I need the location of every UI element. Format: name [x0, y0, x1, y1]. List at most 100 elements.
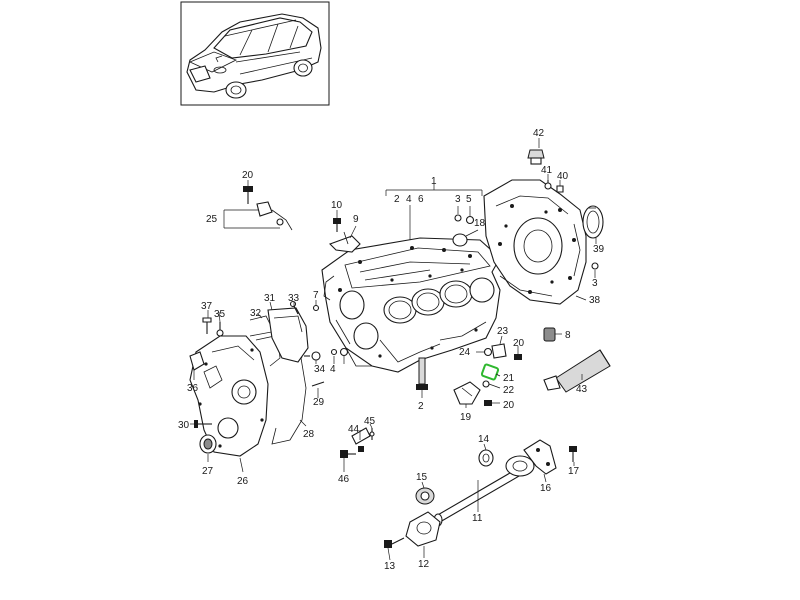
- part-35[interactable]: [216, 322, 224, 337]
- balance-shaft[interactable]: [433, 455, 535, 527]
- callout-28: 28: [303, 429, 315, 440]
- rear-seal[interactable]: [582, 205, 604, 239]
- callout-20-mid: 20: [513, 338, 525, 349]
- vehicle-thumbnail[interactable]: [180, 1, 330, 106]
- part-7[interactable]: [312, 304, 320, 312]
- callout-7: 7: [313, 290, 319, 301]
- sealant-tube[interactable]: [543, 349, 611, 393]
- callout-39: 39: [593, 244, 605, 255]
- stud-3[interactable]: [591, 262, 599, 270]
- callout-23: 23: [497, 326, 509, 337]
- callout-32: 32: [250, 308, 262, 319]
- callout-labels: 1 2 2 3 3 4 4 5 6 7 8 9 10 11 12 13 14 1…: [178, 128, 605, 572]
- part-24[interactable]: [483, 347, 493, 357]
- part-6[interactable]: [339, 347, 349, 357]
- part-37[interactable]: [202, 317, 212, 334]
- part-30[interactable]: [194, 420, 212, 428]
- callout-11: 11: [472, 513, 483, 524]
- callout-38: 38: [589, 295, 601, 306]
- callout-33: 33: [288, 293, 300, 304]
- part-12[interactable]: [405, 511, 441, 547]
- callout-1: 1: [431, 176, 437, 187]
- callout-46: 46: [338, 474, 350, 485]
- part-41[interactable]: [544, 180, 552, 190]
- callout-42: 42: [533, 128, 545, 139]
- part-31[interactable]: [267, 307, 309, 363]
- callout-8: 8: [565, 330, 571, 341]
- callout-43: 43: [576, 384, 588, 395]
- part-20-bottom[interactable]: [484, 400, 492, 406]
- part-4[interactable]: [330, 348, 338, 356]
- front-seal[interactable]: [199, 434, 217, 454]
- part-40[interactable]: [556, 185, 564, 193]
- callout-29: 29: [313, 397, 325, 408]
- part-19[interactable]: [453, 381, 481, 405]
- callout-20-top: 20: [242, 170, 254, 181]
- callout-45: 45: [364, 416, 376, 427]
- callout-15: 15: [416, 472, 428, 483]
- part-20-mid[interactable]: [514, 354, 522, 360]
- part-22[interactable]: [482, 380, 490, 388]
- part-14[interactable]: [478, 449, 494, 467]
- callout-14: 14: [478, 434, 490, 445]
- callout-6: 6: [418, 194, 424, 205]
- part-36[interactable]: [189, 351, 205, 371]
- part-20-top[interactable]: [243, 186, 253, 204]
- callout-22: 22: [503, 385, 515, 396]
- callout-13: 13: [384, 561, 396, 572]
- part-17[interactable]: [569, 446, 577, 462]
- callout-20-bottom: 20: [503, 400, 515, 411]
- callout-9: 9: [353, 214, 359, 225]
- callout-30: 30: [178, 420, 190, 431]
- callout-12: 12: [418, 559, 430, 570]
- callout-21: 21: [503, 373, 515, 384]
- callout-25: 25: [206, 214, 218, 225]
- callout-4-left: 4: [330, 364, 336, 375]
- part-42[interactable]: [527, 149, 545, 165]
- part-29[interactable]: [311, 381, 325, 387]
- callout-44: 44: [348, 424, 360, 435]
- callout-31: 31: [264, 293, 276, 304]
- callout-4: 4: [406, 194, 412, 205]
- part-34[interactable]: [304, 351, 321, 361]
- part-9[interactable]: [329, 231, 361, 253]
- callout-24: 24: [459, 347, 471, 358]
- callout-2-bolt: 2: [418, 401, 424, 412]
- vehicle-thumbnail-icon: [186, 13, 322, 99]
- callout-2: 2: [394, 194, 400, 205]
- bolt-2[interactable]: [416, 357, 428, 390]
- part-44[interactable]: [351, 427, 371, 452]
- leader-lines: [190, 138, 597, 561]
- part-13[interactable]: [384, 537, 405, 548]
- part-8[interactable]: [543, 327, 556, 342]
- callout-17: 17: [568, 466, 580, 477]
- crankcase-block[interactable]: [321, 233, 501, 373]
- callout-5: 5: [466, 194, 472, 205]
- part-21-highlighted[interactable]: [480, 363, 500, 381]
- callout-41: 41: [541, 165, 553, 176]
- callout-10: 10: [331, 200, 343, 211]
- part-23[interactable]: [491, 343, 507, 359]
- callout-26: 26: [237, 476, 249, 487]
- callout-34: 34: [314, 364, 326, 375]
- part-15[interactable]: [415, 487, 435, 505]
- callout-36: 36: [187, 383, 199, 394]
- part-16[interactable]: [523, 439, 557, 475]
- callout-19: 19: [460, 412, 472, 423]
- plug-5[interactable]: [465, 215, 475, 225]
- callout-3: 3: [455, 194, 461, 205]
- part-46[interactable]: [340, 450, 356, 458]
- callout-16: 16: [540, 483, 552, 494]
- part-10[interactable]: [333, 218, 341, 232]
- callout-35: 35: [214, 309, 226, 320]
- plug-3[interactable]: [454, 214, 462, 222]
- callout-37: 37: [201, 301, 213, 312]
- part-25[interactable]: [256, 201, 293, 231]
- callout-18: 18: [474, 218, 486, 229]
- front-cover[interactable]: [189, 335, 269, 457]
- callout-40: 40: [557, 171, 569, 182]
- rear-cover[interactable]: [483, 179, 587, 305]
- part-45[interactable]: [369, 428, 375, 440]
- callout-3-right: 3: [592, 278, 598, 289]
